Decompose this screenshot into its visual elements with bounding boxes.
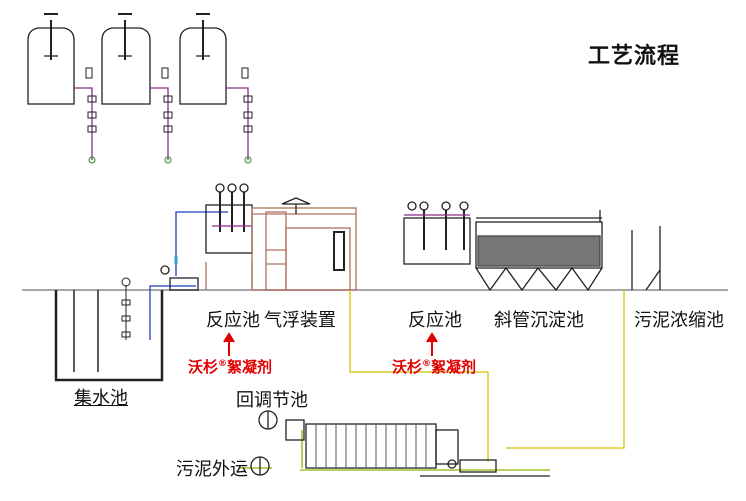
sludge-thickener [631, 226, 661, 291]
label-sludge-thickening: 污泥浓缩池 [634, 310, 724, 331]
dosing-tank-3 [179, 13, 227, 105]
flocculant-brand: 沃杉 [392, 358, 423, 376]
registered-mark: ® [422, 359, 432, 369]
sludge-pipes-lower [240, 430, 303, 469]
label-sludge-transport: 污泥外运 [176, 459, 248, 480]
feed-pipe [149, 211, 228, 340]
flocculant-brand: 沃杉 [188, 358, 219, 376]
reaction-tank-2 [403, 201, 471, 265]
sludge-pipes [349, 290, 625, 462]
inclined-tube-sedimentation-tank [475, 210, 603, 292]
flocculant-product: 絮凝剂 [431, 358, 477, 376]
lift-pump [160, 256, 199, 291]
dosing-tank-2 [101, 13, 151, 105]
filter-press [285, 419, 550, 477]
air-flotation-unit [251, 197, 357, 291]
reaction-tank-1 [205, 183, 253, 290]
registered-mark: ® [218, 359, 228, 369]
dosing-arrow-1 [223, 332, 235, 356]
label-reaction-tank-1: 反应池 [206, 310, 260, 331]
label-reaction-tank-2: 反应池 [408, 310, 462, 331]
dosing-tank-1 [27, 13, 75, 105]
label-return-regulating: 回调节池 [236, 390, 308, 411]
label-collection-tank: 集水池 [74, 388, 128, 409]
flocculant-label-1: 沃杉®絮凝剂 [188, 356, 272, 377]
diagram-title: 工艺流程 [588, 44, 681, 69]
flocculant-product: 絮凝剂 [227, 358, 273, 376]
label-inclined-tube-sedimentation: 斜管沉淀池 [494, 310, 584, 331]
dosing-pipes [74, 87, 249, 160]
flocculant-label-2: 沃杉®絮凝剂 [392, 356, 476, 377]
return-symbol [258, 410, 278, 430]
dosing-arrow-2 [426, 332, 438, 356]
dosing-valves [85, 67, 253, 164]
sludge-pump [447, 459, 497, 473]
label-air-flotation: 气浮装置 [264, 310, 336, 331]
sludge-out-symbol [250, 456, 270, 476]
collection-tank [54, 277, 164, 382]
